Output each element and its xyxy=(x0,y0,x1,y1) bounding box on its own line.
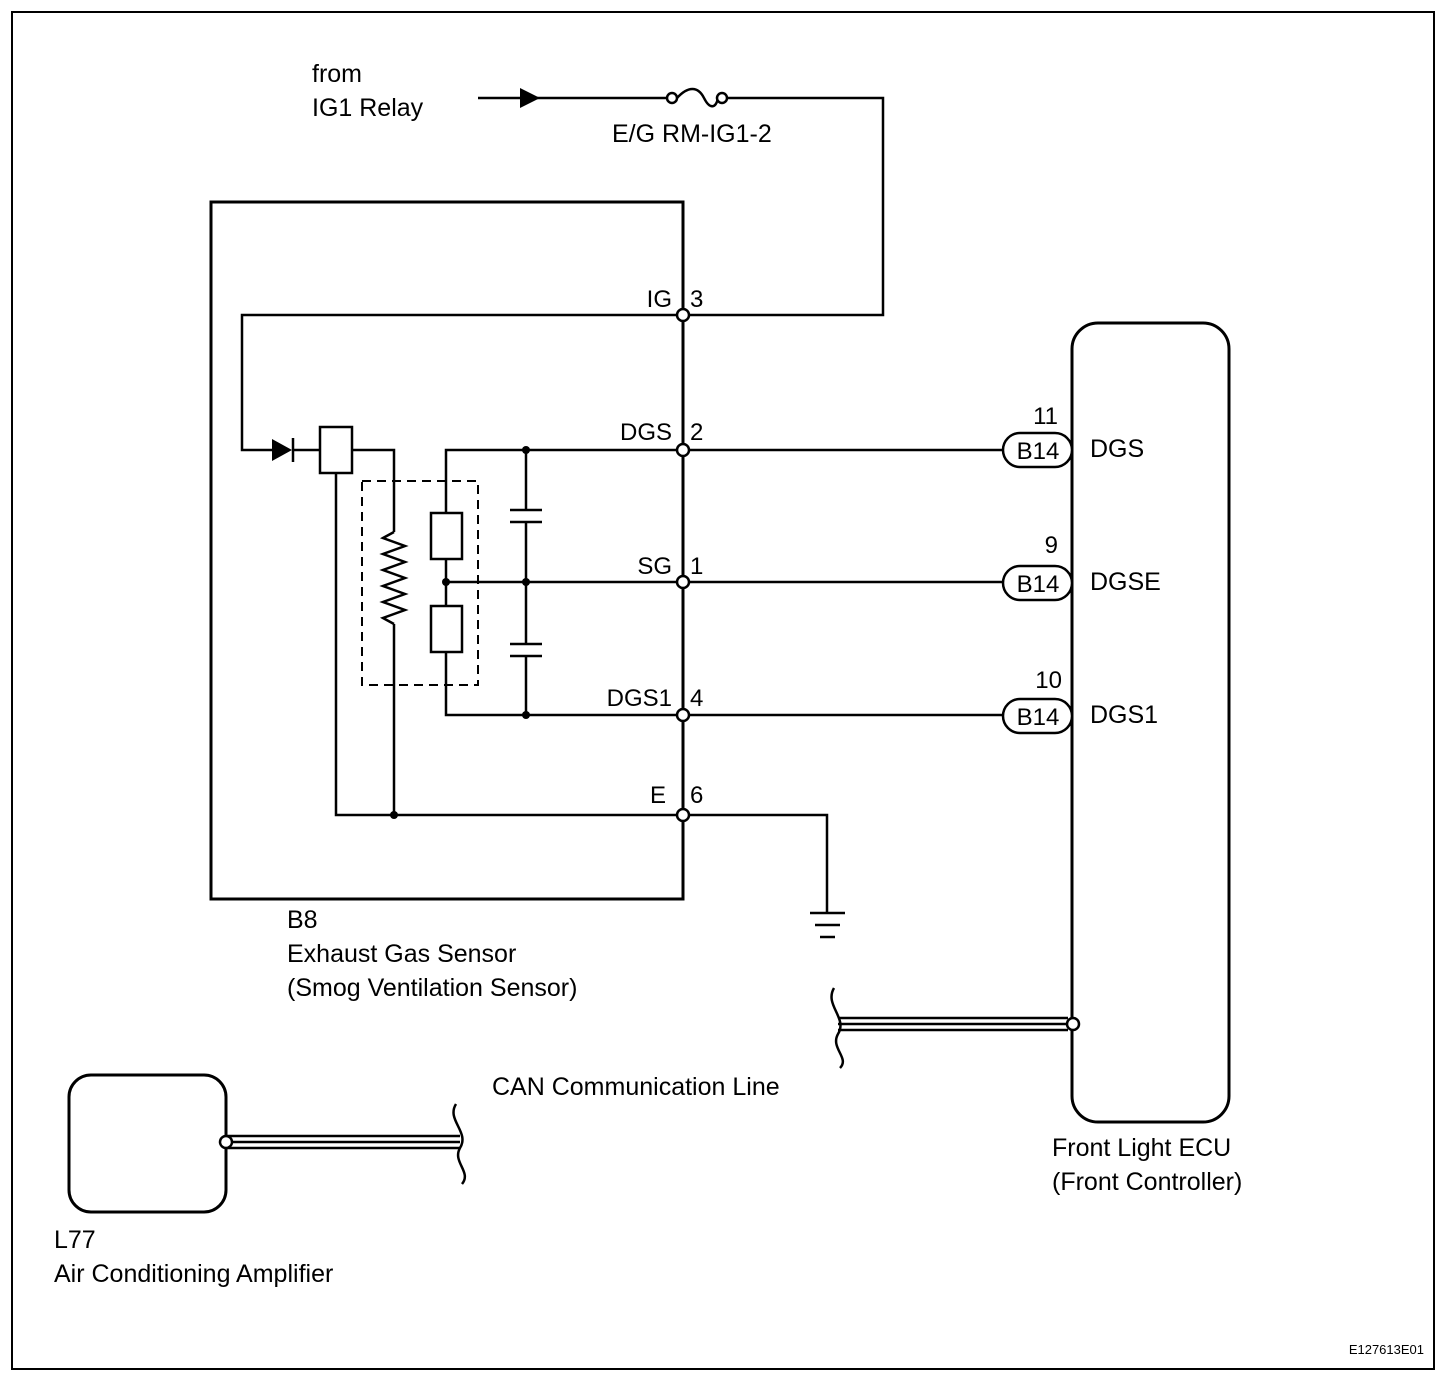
amplifier-box xyxy=(67,1073,228,1214)
sensor-box xyxy=(209,200,685,901)
pin-dgs-name: DGS xyxy=(620,419,672,446)
ground-icon xyxy=(810,911,845,939)
dgs1-internal-wire xyxy=(444,652,683,717)
terminal-ig xyxy=(675,307,691,323)
from-label: from xyxy=(312,60,362,88)
ecu-pin-number: 11 xyxy=(1033,403,1058,430)
connector-label: B14 xyxy=(1017,571,1060,598)
connector-label: B14 xyxy=(1017,704,1060,731)
junction-dot xyxy=(522,446,530,454)
heater-resistor-icon xyxy=(379,530,409,626)
capacitor-lower-icon xyxy=(510,642,542,658)
junction-dot xyxy=(522,711,530,719)
pin-e-name: E xyxy=(650,782,666,809)
ecu-pin-number: 9 xyxy=(1045,532,1058,559)
dgs-internal-wire xyxy=(444,448,683,513)
capacitor-upper-icon xyxy=(510,508,542,524)
pin-ig-number: 3 xyxy=(690,286,703,313)
pin-dgs-number: 2 xyxy=(690,419,703,446)
ground-wire xyxy=(689,813,829,912)
connector-label: B14 xyxy=(1017,438,1060,465)
connector-b14-dgs: B14 xyxy=(1001,431,1074,469)
sensor-subtitle: (Smog Ventilation Sensor) xyxy=(287,974,577,1002)
terminal-dgs xyxy=(675,442,691,458)
ig-feed-wire xyxy=(683,96,885,317)
heater-wire xyxy=(352,448,396,532)
junction-dot xyxy=(442,578,450,586)
pin-ig-name: IG xyxy=(647,286,672,313)
pin-dgs1-number: 4 xyxy=(690,685,703,712)
sensing-resistor-upper xyxy=(429,511,464,561)
fuse-label: E/G RM-IG1-2 xyxy=(612,120,772,148)
pin-sg-number: 1 xyxy=(690,553,703,580)
junction-dot xyxy=(522,578,530,586)
terminal-dgs1 xyxy=(675,707,691,723)
junction-dot xyxy=(390,811,398,819)
diode-icon xyxy=(272,438,295,462)
arrow-icon xyxy=(520,88,540,108)
pin-sg-name: SG xyxy=(637,553,672,580)
figure-id: E127613E01 xyxy=(1349,1342,1424,1357)
ecu-signal-name: DGS xyxy=(1090,435,1144,463)
wire-break-icon xyxy=(830,987,845,1069)
e-internal-wire xyxy=(334,473,683,817)
can-terminal-ecu xyxy=(1065,1016,1081,1032)
fuse-icon xyxy=(665,87,729,108)
sensor-name: Exhaust Gas Sensor xyxy=(287,940,516,968)
wire-break-icon xyxy=(452,1103,467,1185)
connector-b14-dgs1: B14 xyxy=(1001,697,1074,735)
outer-frame xyxy=(11,11,1435,1370)
ig1-relay-label: IG1 Relay xyxy=(312,94,424,122)
pin-dgs1-name: DGS1 xyxy=(607,685,672,712)
sensor-code: B8 xyxy=(287,906,318,934)
sensing-resistor-lower xyxy=(429,604,464,654)
ecu-pin-number: 10 xyxy=(1035,667,1062,694)
ecu-signal-name: DGSE xyxy=(1090,568,1161,596)
can-line-ecu xyxy=(838,1016,1068,1032)
heater-block xyxy=(318,425,354,475)
ecu-subtitle: (Front Controller) xyxy=(1052,1168,1242,1196)
connector-b14-dgse: B14 xyxy=(1001,564,1074,602)
can-line-amplifier xyxy=(226,1134,460,1150)
terminal-sg xyxy=(675,574,691,590)
ig-internal-wire xyxy=(240,313,683,452)
ecu-signal-name: DGS1 xyxy=(1090,701,1158,729)
terminal-e xyxy=(675,807,691,823)
can-label: CAN Communication Line xyxy=(492,1073,780,1101)
can-terminal-amplifier xyxy=(218,1134,234,1150)
ecu-name: Front Light ECU xyxy=(1052,1134,1231,1162)
amplifier-name: Air Conditioning Amplifier xyxy=(54,1260,333,1288)
amplifier-code: L77 xyxy=(54,1226,96,1254)
pin-e-number: 6 xyxy=(690,782,703,809)
